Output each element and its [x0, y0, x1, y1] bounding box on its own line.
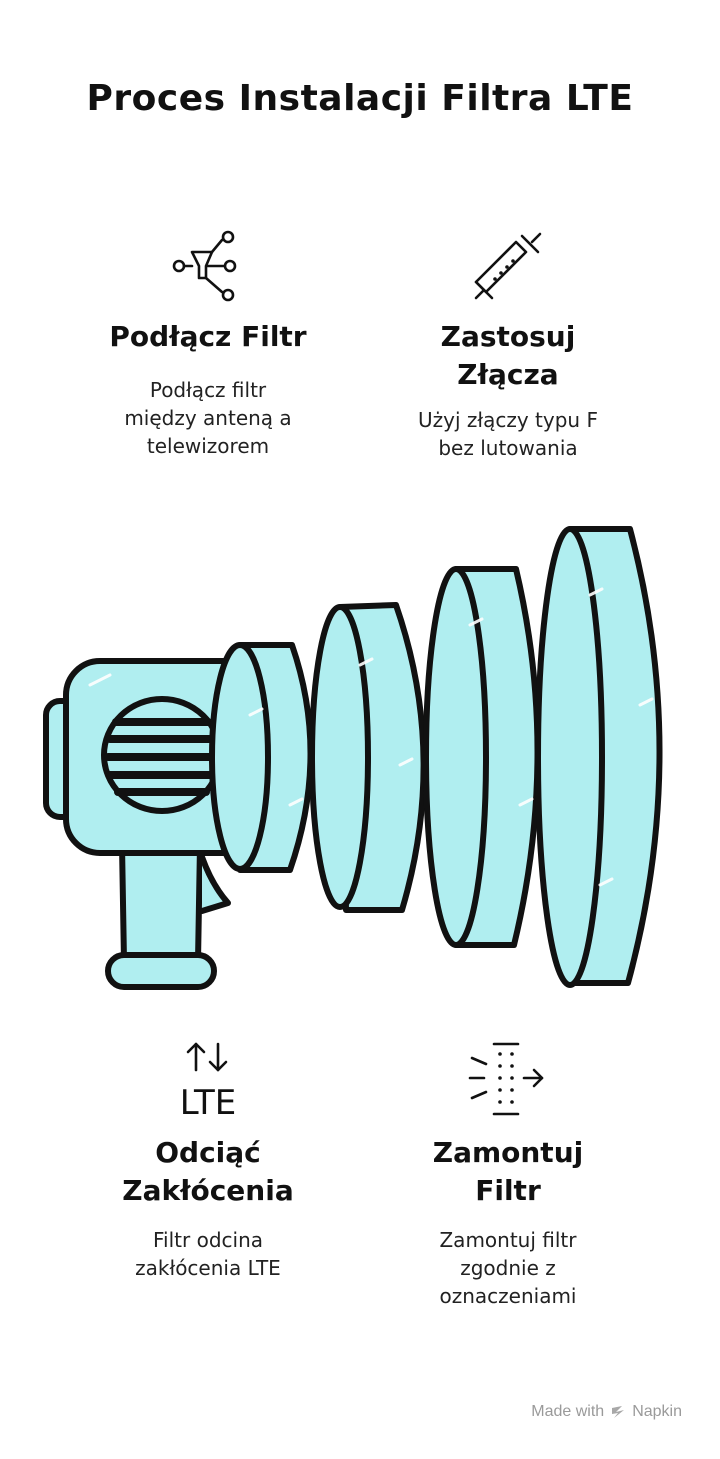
step-title: Zamontuj: [432, 1136, 584, 1169]
step-connect-filter: Podłącz Filtr Podłącz filtr między anten…: [78, 228, 338, 460]
filter-mount-icon: [468, 1042, 544, 1116]
made-with-label: Made with: [531, 1403, 605, 1420]
napkin-logo-icon: [612, 1406, 625, 1418]
network-connect-icon: [172, 230, 237, 302]
lte-signal-icon: LTE: [180, 1042, 237, 1122]
page-title: Proces Instalacji Filtra LTE: [86, 78, 634, 119]
step-description-line: zakłócenia LTE: [135, 1256, 281, 1280]
step-description-line: między anteną a: [124, 406, 292, 430]
step-title: Odciąć: [155, 1136, 261, 1169]
step-title: Zastosuj: [440, 320, 576, 353]
step-description-line: Użyj złączy typu F: [418, 408, 598, 432]
made-with-napkin: Made with Napkin: [531, 1403, 682, 1421]
step-cut-interference: LTE Odciąć Zakłócenia Filtr odcina zakłó…: [78, 1040, 338, 1282]
step-mount-filter: Zamontuj Filtr Zamontuj filtr zgodnie z …: [378, 1040, 638, 1310]
step-description-line: Zamontuj filtr: [439, 1228, 577, 1252]
step-description-line: oznaczeniami: [439, 1284, 577, 1308]
step-title: Złącza: [457, 358, 559, 391]
step-description-line: zgodnie z: [460, 1256, 556, 1280]
step-title: Zakłócenia: [122, 1174, 294, 1207]
spring-megaphone-illustration: [43, 526, 663, 990]
step-description-line: bez lutowania: [438, 436, 578, 460]
brand-label: Napkin: [632, 1403, 682, 1420]
lte-icon-text: LTE: [180, 1083, 237, 1122]
step-title: Podłącz Filtr: [109, 320, 307, 353]
step-apply-connectors: Zastosuj Złącza Użyj złączy typu F bez l…: [378, 226, 638, 462]
connector-icon: [474, 232, 542, 300]
step-description-line: Filtr odcina: [153, 1228, 263, 1252]
step-description-line: Podłącz filtr: [149, 378, 267, 402]
step-description-line: telewizorem: [146, 434, 270, 458]
step-title: Filtr: [475, 1174, 541, 1207]
